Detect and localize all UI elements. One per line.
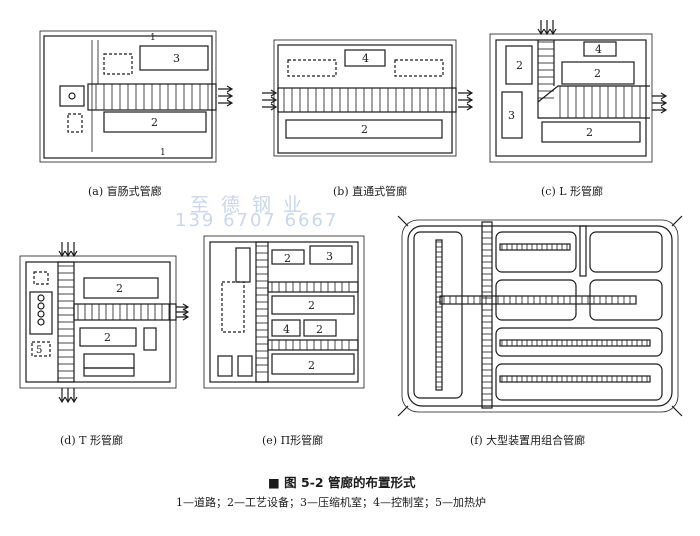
caption-f: (f) 大型装置用组合管廊	[470, 434, 586, 447]
label-equipment-a: 2	[151, 116, 158, 129]
caption-e: (e) Π形管廊	[262, 434, 324, 447]
label-compressor-e: 3	[326, 250, 333, 263]
caption-a: (a) 盲肠式管廊	[88, 185, 162, 198]
compressor-house-c	[501, 91, 523, 139]
figure-legend: 1—道路；2—工艺设备；3—压缩机室；4—控制室；5—加热炉	[176, 496, 486, 509]
label-equipment-b: 2	[361, 123, 368, 136]
label-equipment-e2: 2	[308, 359, 315, 372]
equipment-c2	[561, 61, 635, 85]
watermark-company: 至德钢业	[190, 194, 315, 216]
compressor-house-a	[139, 45, 209, 71]
label-control-b: 4	[362, 52, 369, 65]
pipe-rack-f-cross	[439, 295, 637, 305]
label-compressor-c: 3	[508, 109, 515, 122]
equipment-d2	[79, 327, 137, 347]
furnace-d	[29, 291, 53, 335]
pipe-rack-d-horizontal	[73, 303, 177, 321]
site-boundary-d	[25, 261, 171, 383]
label-equipment-e3: 2	[316, 323, 323, 336]
panel-c: 4 2 3 2 2	[489, 20, 668, 163]
caption-c: (c) L 形管廊	[541, 185, 604, 198]
panel-b: 4 2	[262, 39, 474, 157]
control-room-b	[344, 49, 386, 67]
rack-arrows-a	[218, 85, 234, 107]
equipment-e2	[271, 353, 355, 375]
panel-a: 3 2 1 1	[39, 30, 234, 163]
panel-e: 2 3 2 4 2 2	[203, 235, 365, 389]
label-equipment-c2: 2	[594, 67, 601, 80]
label-equipment-e1: 2	[308, 299, 315, 312]
label-compressor-a: 3	[173, 52, 180, 65]
label-equipment-d2: 2	[104, 331, 111, 344]
pipe-rack-e-top	[267, 281, 359, 293]
label-road-a: 1	[150, 33, 156, 43]
label-equipment-c3: 2	[586, 126, 593, 139]
rack-tick-marks	[58, 41, 648, 401]
equipment-dashed-a	[103, 53, 133, 75]
label-furnace-d: 5	[36, 345, 42, 356]
label-equipment-c1: 2	[516, 59, 523, 72]
equipment-c3	[541, 121, 641, 143]
caption-b: (b) 直通式管廊	[333, 185, 408, 198]
control-room-e	[271, 319, 301, 337]
watermark-phone: 139 6707 6667	[175, 210, 339, 231]
equipment-d1	[83, 277, 159, 299]
panel-f	[397, 215, 683, 417]
process-equipment-a	[103, 111, 207, 133]
caption-d: (d) T 形管廊	[60, 434, 123, 447]
site-boundary-c	[495, 39, 647, 157]
site-boundary-f	[407, 225, 673, 407]
panel-d: 2 2 5	[19, 242, 190, 404]
figure-title: ■ 图 5-2 管廊的布置形式	[268, 475, 416, 490]
pipe-rack-b	[277, 87, 457, 113]
site-boundary-e	[209, 241, 359, 383]
site-boundary-a	[43, 35, 213, 159]
equipment-c1	[505, 45, 533, 85]
label-equipment-d1: 2	[116, 282, 123, 295]
furnace-a	[59, 85, 85, 107]
label-equipment-e0: 2	[284, 252, 291, 265]
pipe-rack-e-bottom	[267, 339, 359, 351]
label-control-c: 4	[595, 43, 602, 56]
equipment-e1	[271, 295, 355, 315]
label-road-a2: 1	[160, 148, 166, 158]
label-control-e: 4	[283, 323, 290, 336]
pipe-rack-f-main	[481, 221, 493, 409]
pipe-rack-e-left	[255, 241, 269, 383]
control-room-c	[583, 41, 617, 57]
compressor-house-e	[309, 245, 353, 265]
process-equipment-b	[285, 119, 443, 139]
